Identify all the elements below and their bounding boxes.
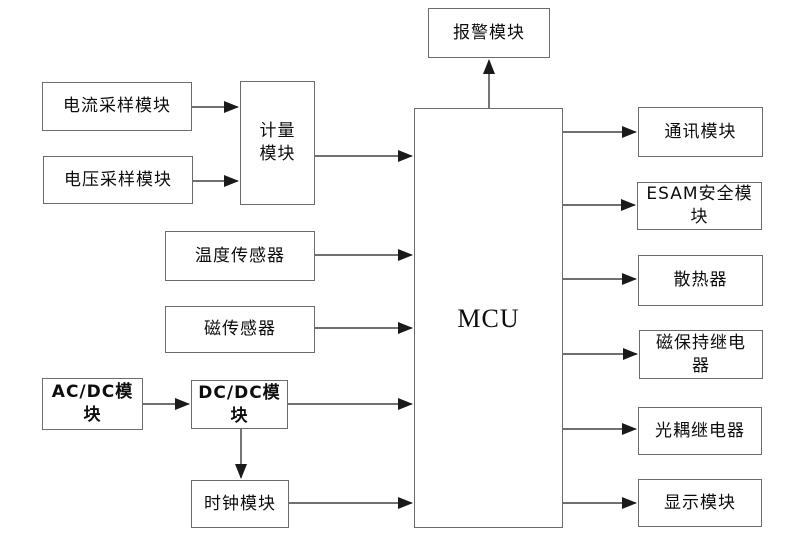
node-communication-module: 通讯模块 bbox=[638, 107, 763, 157]
node-optocoupler-relay: 光耦继电器 bbox=[638, 407, 762, 455]
node-alarm-module: 报警模块 bbox=[428, 8, 550, 58]
node-radiator: 散热器 bbox=[638, 255, 763, 306]
node-magnetic-sensor: 磁传感器 bbox=[165, 306, 315, 353]
node-acdc-module: AC/DC模 块 bbox=[42, 378, 143, 430]
node-magnetic-latching-relay: 磁保持继电 器 bbox=[639, 330, 763, 379]
node-display-module: 显示模块 bbox=[638, 479, 762, 527]
node-clock-module: 时钟模块 bbox=[191, 480, 289, 528]
node-mcu: MCU bbox=[414, 108, 563, 528]
node-dcdc-module: DC/DC模 块 bbox=[191, 380, 288, 429]
node-metering-module: 计量 模块 bbox=[240, 81, 315, 205]
node-esam-security-module: ESAM安全模 块 bbox=[637, 182, 762, 230]
node-current-sampling-module: 电流采样模块 bbox=[42, 82, 192, 131]
node-temperature-sensor: 温度传感器 bbox=[165, 231, 315, 281]
node-voltage-sampling-module: 电压采样模块 bbox=[43, 156, 193, 204]
